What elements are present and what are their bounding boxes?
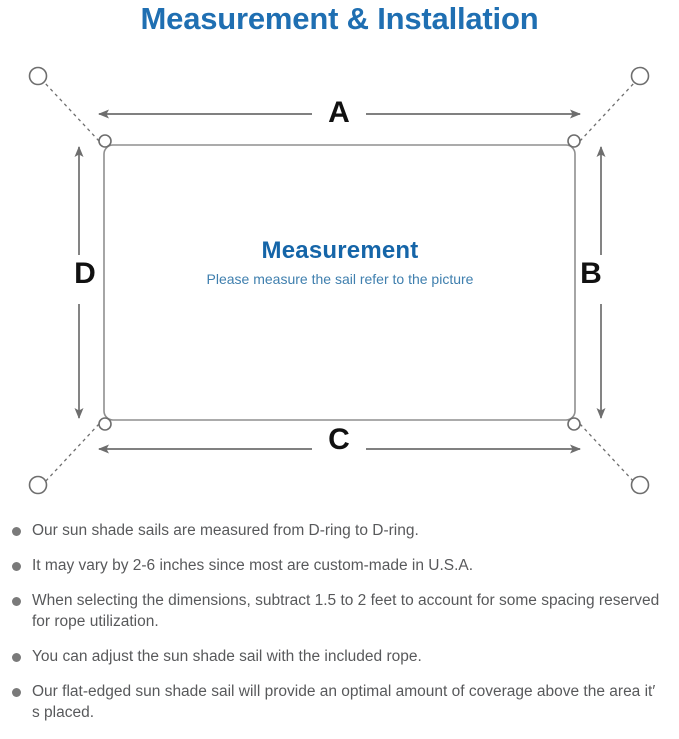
notes-list: Our sun shade sails are measured from D-… — [0, 520, 679, 737]
rope-top-right — [579, 81, 636, 142]
dimension-label-d: D — [74, 257, 96, 290]
anchor-points-group — [28, 66, 650, 495]
d-ring-icon-top-right — [567, 134, 581, 148]
note-text: Our sun shade sails are measured from D-… — [32, 522, 419, 539]
anchor-circle-icon-bottom-right — [630, 475, 650, 495]
anchor-circle-icon-bottom-left — [28, 475, 48, 495]
sail-rectangle — [103, 144, 576, 421]
diagram-center-caption: Measurement Please measure the sail refe… — [110, 236, 570, 288]
d-ring-icon-bottom-right — [567, 417, 581, 431]
anchor-circle-icon-top-left — [28, 66, 48, 86]
center-caption-title: Measurement — [261, 237, 419, 264]
anchor-circle-icon-top-right — [630, 66, 650, 86]
list-item: Our flat-edged sun shade sail will provi… — [0, 681, 679, 723]
dimension-label-a: A — [328, 96, 350, 129]
list-item: You can adjust the sun shade sail with t… — [0, 646, 679, 667]
sail-measurement-diagram: A C B D Measurement Please measure the s… — [0, 46, 679, 516]
rope-top-left — [43, 81, 100, 142]
d-ring-icon-bottom-left — [98, 417, 112, 431]
list-item: When selecting the dimensions, subtract … — [0, 590, 679, 632]
sail-outline-group — [103, 144, 576, 421]
note-text: It may vary by 2-6 inches since most are… — [32, 557, 474, 574]
rope-bottom-right — [579, 423, 636, 484]
bullet-icon — [12, 562, 21, 571]
rope-bottom-left — [43, 423, 100, 484]
bullet-icon — [12, 597, 21, 606]
bullet-icon — [12, 527, 21, 536]
bullet-icon — [12, 688, 21, 697]
center-caption-subtitle: Please measure the sail refer to the pic… — [206, 271, 474, 287]
note-text: When selecting the dimensions, subtract … — [32, 592, 660, 630]
list-item: It may vary by 2-6 inches since most are… — [0, 555, 679, 576]
note-text: Our flat-edged sun shade sail will provi… — [32, 683, 656, 721]
note-text: You can adjust the sun shade sail with t… — [32, 648, 422, 665]
d-ring-icon-top-left — [98, 134, 112, 148]
d-rings-group — [98, 134, 581, 431]
page-title: Measurement & Installation — [140, 1, 539, 36]
dimension-label-b: B — [580, 257, 602, 290]
diagram-svg — [28, 66, 650, 495]
list-item: Our sun shade sails are measured from D-… — [0, 520, 679, 541]
dimension-label-c: C — [328, 423, 350, 456]
bullet-icon — [12, 653, 21, 662]
